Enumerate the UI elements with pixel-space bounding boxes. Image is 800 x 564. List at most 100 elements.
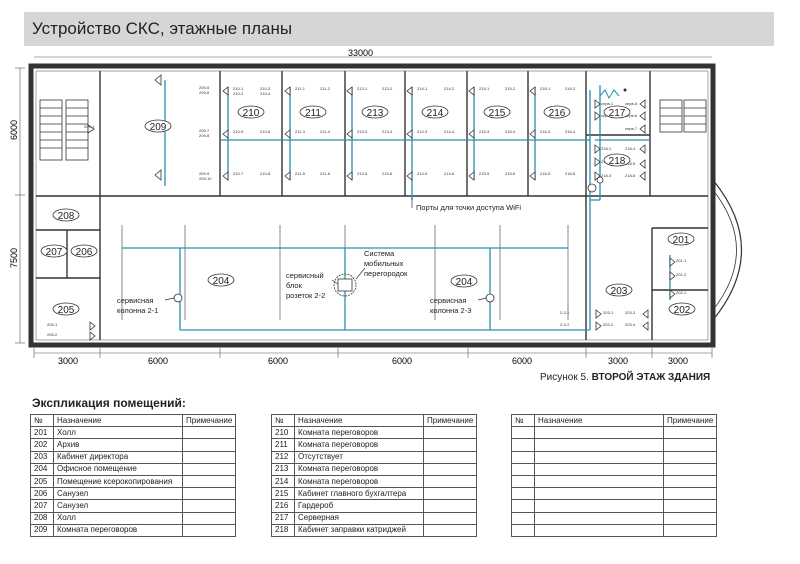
room-number-cell: 209 — [30, 523, 54, 537]
page-title: Устройство СКС, этажные планы — [32, 19, 293, 38]
room-purpose-cell: Комната переговоров — [294, 438, 424, 452]
room-203: 203 — [611, 286, 628, 297]
room-number-cell: 205 — [30, 474, 54, 489]
interior-walls — [36, 71, 708, 340]
room-211: 211 — [305, 108, 321, 119]
callout-block-line2: блок — [286, 281, 303, 290]
svg-text:210-8: 210-8 — [260, 171, 271, 176]
note-cell — [662, 523, 718, 537]
svg-text:214-1: 214-1 — [417, 86, 428, 91]
room-purpose-cell — [534, 499, 664, 513]
note-cell — [662, 511, 718, 525]
svg-text:210-7: 210-7 — [233, 171, 244, 176]
room-purpose-cell: Комната переговоров — [294, 474, 424, 489]
room-purpose-cell: Санузел — [53, 499, 183, 513]
dim-total-width: 33000 — [348, 48, 373, 58]
room-208: 208 — [58, 211, 75, 222]
column-header: Назначение — [294, 413, 424, 428]
callout-block-line1: сервисный — [286, 271, 324, 280]
page-header: Устройство СКС, этажные планы — [24, 12, 774, 46]
column-header: Назначение — [53, 413, 183, 428]
svg-text:209-7: 209-7 — [199, 128, 210, 133]
svg-text:215-2: 215-2 — [505, 86, 516, 91]
table-row — [511, 474, 718, 489]
room-number-cell: 215 — [271, 487, 295, 501]
note-cell — [662, 450, 718, 464]
svg-text:215-1: 215-1 — [479, 86, 490, 91]
svg-text:215-6: 215-6 — [505, 171, 516, 176]
svg-text:серв-5: серв-5 — [625, 101, 638, 106]
table-row — [511, 438, 718, 452]
note-cell — [422, 523, 478, 537]
note-cell — [422, 450, 478, 464]
room-number-cell: 213 — [271, 462, 295, 476]
table-row — [511, 426, 718, 440]
callout-col3-line1: сервисная — [430, 296, 466, 305]
svg-text:218-1: 218-1 — [601, 146, 612, 151]
room-number-cell: 206 — [30, 487, 54, 501]
room-purpose-cell: Кабинет директора — [53, 450, 183, 464]
table-row — [511, 462, 718, 476]
svg-text:218-3: 218-3 — [601, 173, 612, 178]
note-cell — [662, 438, 718, 452]
svg-text:211-4: 211-4 — [320, 129, 331, 134]
svg-text:218-4: 218-4 — [625, 146, 636, 151]
column-header: № — [511, 413, 535, 428]
room-214: 214 — [427, 108, 444, 119]
room-number-cell: 214 — [271, 474, 295, 489]
column-header: № — [271, 413, 295, 428]
dim-bottom-5: 6000 — [512, 356, 532, 366]
room-purpose-cell — [534, 426, 664, 440]
svg-text:214-3: 214-3 — [417, 129, 428, 134]
svg-text:215-4: 215-4 — [505, 129, 516, 134]
server-point-icon — [623, 88, 627, 92]
svg-text:214-4: 214-4 — [444, 129, 455, 134]
socket-markers — [87, 74, 676, 341]
svg-text:209-10: 209-10 — [199, 176, 212, 181]
room-purpose-cell — [534, 511, 664, 525]
svg-text:209-9: 209-9 — [199, 171, 210, 176]
dim-height-top: 6000 — [9, 120, 19, 140]
room-218: 218 — [609, 156, 626, 167]
svg-text:214-5: 214-5 — [417, 171, 428, 176]
table-row — [511, 511, 718, 525]
callout-system-line2: мобильных — [364, 259, 404, 268]
dim-bottom-3: 6000 — [268, 356, 288, 366]
room-purpose-cell — [534, 474, 664, 489]
note-cell — [662, 499, 718, 513]
column-header: Примечание — [662, 413, 718, 428]
room-ovals — [40, 105, 696, 316]
note-cell — [181, 438, 237, 452]
callout-wifi: Порты для точки доступа WiFi — [416, 203, 521, 212]
room-number-cell — [511, 499, 535, 513]
note-cell — [181, 474, 237, 489]
svg-text:205-1: 205-1 — [47, 322, 58, 327]
column-header: Назначение — [534, 413, 664, 428]
svg-text:211-2: 211-2 — [320, 86, 331, 91]
svg-text:210-4: 210-4 — [260, 91, 271, 96]
svg-text:215-5: 215-5 — [479, 171, 490, 176]
figure-caption-prefix: Рисунок 5. — [540, 372, 589, 383]
room-purpose-cell: Комната переговоров — [294, 462, 424, 476]
svg-text:209-1: 209-1 — [84, 124, 95, 129]
note-cell — [181, 511, 237, 525]
room-purpose-cell: Гардероб — [294, 499, 424, 513]
svg-text:213-4: 213-4 — [382, 129, 393, 134]
svg-text:218-5: 218-5 — [625, 161, 636, 166]
note-cell — [422, 474, 478, 489]
svg-text:210-6: 210-6 — [260, 129, 271, 134]
dim-bottom-1: 3000 — [58, 356, 78, 366]
room-number-cell: 207 — [30, 499, 54, 513]
dim-bottom-4: 6000 — [392, 356, 412, 366]
